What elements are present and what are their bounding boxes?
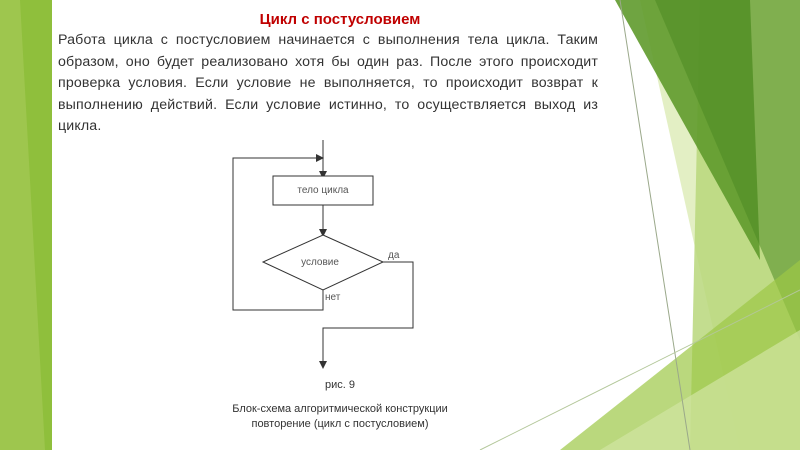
no-label: нет (325, 292, 341, 303)
condition-label: условие (301, 257, 339, 268)
figure-number: рис. 9 (325, 379, 355, 391)
left-green-band-light (0, 0, 45, 450)
loop-body-label: тело цикла (297, 185, 349, 196)
flow-no-loop (232, 154, 324, 311)
loop-body-block (272, 175, 374, 206)
figure-caption-line1: Блок-схема алгоритмической конструкции (232, 403, 448, 415)
bottom-right-light (600, 330, 800, 450)
flow-yes-exit (319, 261, 414, 369)
right-accent-triangle (655, 0, 800, 340)
deco-line-1 (619, 0, 691, 450)
yes-label: да (388, 250, 400, 261)
description-paragraph: Работа цикла с постусловием начинается с… (58, 32, 598, 134)
figure-caption-line2: повторение (цикл с постусловием) (251, 418, 429, 430)
deco-line-2 (479, 289, 800, 450)
slide-title: Цикл с постусловием (259, 11, 421, 28)
condition-diamond (261, 234, 385, 291)
